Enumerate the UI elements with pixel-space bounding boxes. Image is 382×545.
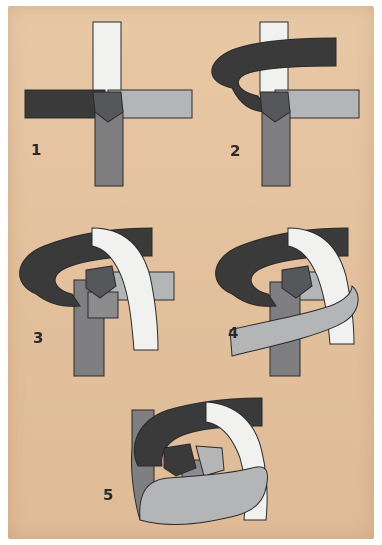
step-3-label: 3 (33, 329, 43, 347)
step-4-label: 4 (228, 324, 238, 342)
step-4-figure (216, 228, 359, 376)
step-2-label: 2 (230, 142, 240, 160)
step-5-label: 5 (103, 486, 113, 504)
step-1-white-strip (93, 22, 121, 94)
step-1-figure (25, 22, 192, 186)
step-5-figure (131, 398, 267, 524)
step-1-label: 1 (31, 141, 41, 159)
step-2-figure (212, 22, 359, 186)
step-3-figure (20, 228, 174, 376)
